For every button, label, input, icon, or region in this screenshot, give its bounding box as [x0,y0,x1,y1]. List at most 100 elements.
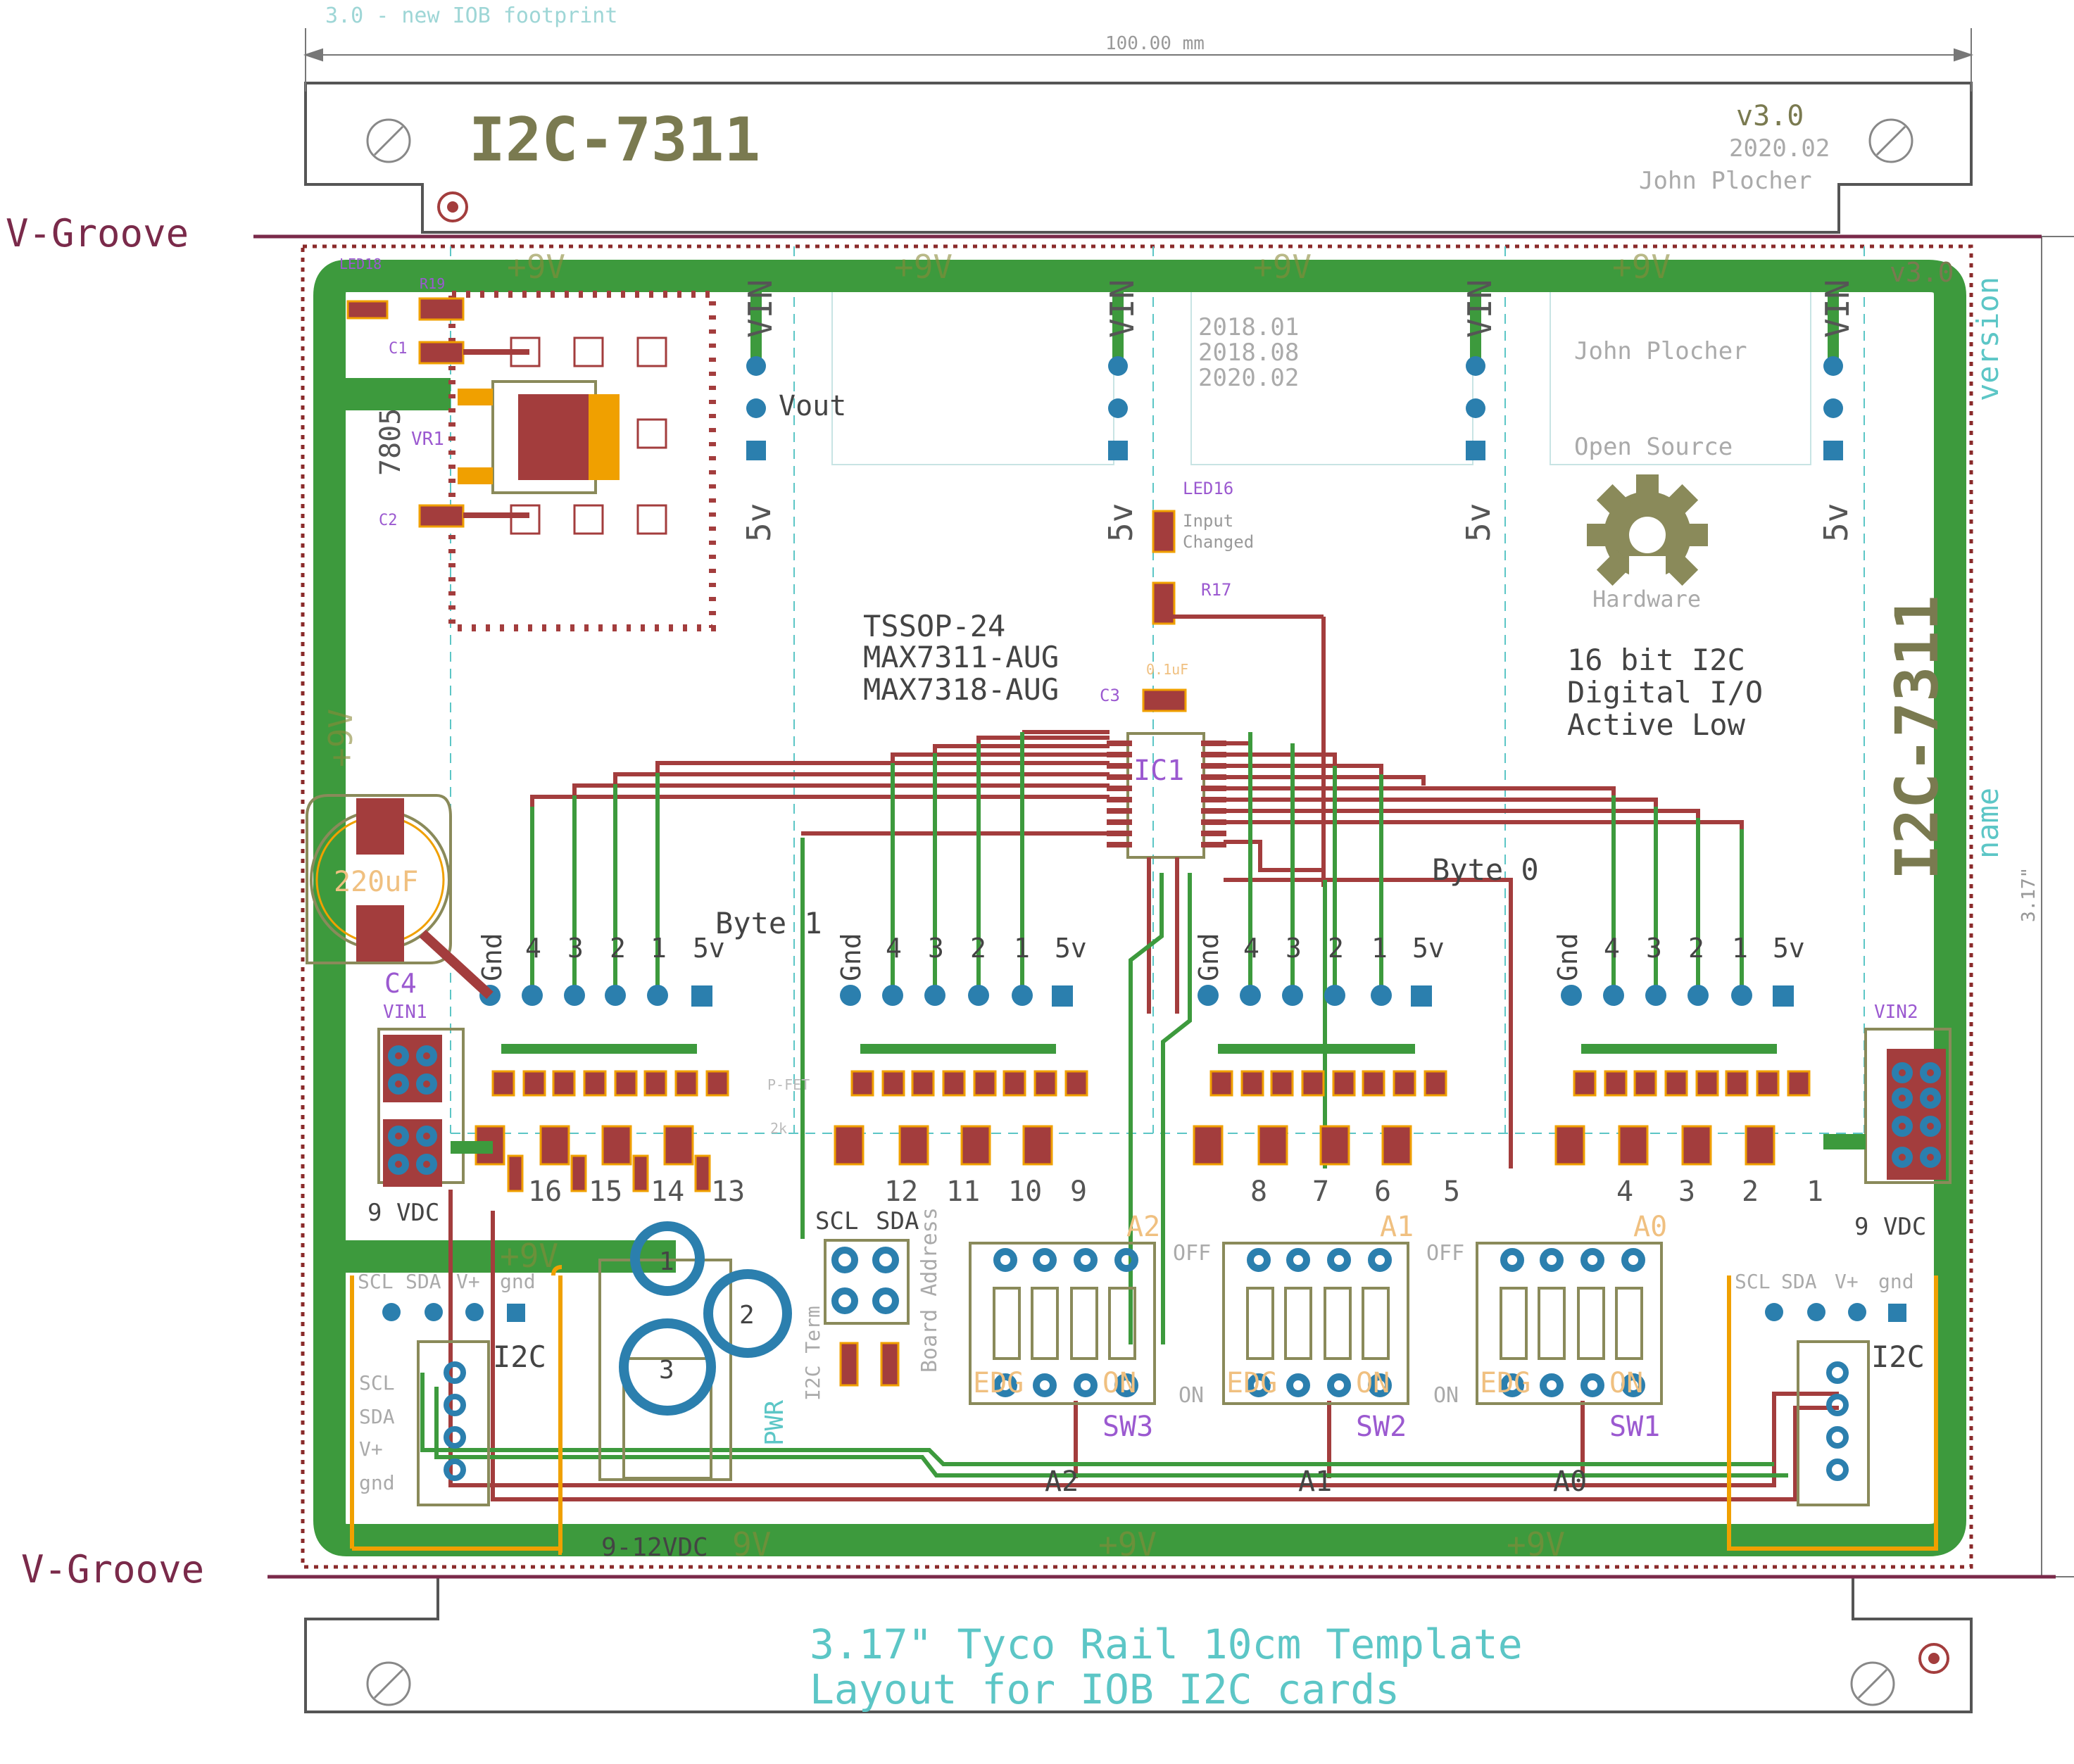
svg-text:A1: A1 [1380,1211,1414,1243]
smd-resistor [346,297,465,528]
author-label: John Plocher [1639,167,1812,195]
svg-text:SCL: SCL [359,1371,395,1394]
fiducial-icon [437,191,1949,1674]
svg-text:ON: ON [1609,1367,1643,1399]
svg-text:4: 4 [1616,1176,1633,1208]
date-label: 2020.02 [1729,134,1830,163]
version-label: v3.0 [1736,100,1804,132]
nine-vdc-left: 9 VDC [367,1199,439,1227]
svg-text:16 bit I2C: 16 bit I2C [1567,643,1745,677]
svg-text:3: 3 [659,1356,674,1385]
iob-header-group: Gnd 4 3 2 1 5v 12 11 10 9 [834,933,1088,1208]
svg-text:SCL: SCL [1735,1270,1771,1293]
rail-label: +9V [507,248,565,286]
rail-label: +9V [894,248,953,286]
regulator-traces [463,349,529,518]
svg-text:SW2: SW2 [1356,1411,1407,1443]
svg-text:ON: ON [1356,1367,1390,1399]
footer-line2: Layout for IOB I2C cards [810,1665,1400,1713]
footer-line1: 3.17" Tyco Rail 10cm Template [810,1620,1523,1668]
svg-text:4: 4 [1243,933,1259,964]
jack-pin-labels: 1 2 3 [659,1247,755,1385]
svg-text:A1: A1 [1298,1466,1332,1498]
svg-text:Gnd: Gnd [836,933,867,981]
power-rail-labels: +9V +9V +9V +9V 9V +9V +9V +9V +9V [322,248,1671,1563]
svg-text:2: 2 [610,933,626,964]
svg-text:1: 1 [651,933,667,964]
iob-header-group: Gnd 4 3 2 1 5v 16 15 14 13 [474,933,745,1208]
nine-vdc-right: 9 VDC [1854,1213,1926,1241]
svg-text:A2: A2 [1045,1466,1079,1498]
svg-text:3: 3 [1286,933,1302,964]
rail-label: +9V [1507,1525,1565,1563]
power-rail [313,260,1966,1556]
data-bus-traces [448,615,1839,1501]
svg-text:EDG: EDG [1226,1367,1277,1399]
vin2-label: VIN2 [1874,1002,1918,1023]
svg-text:SW3: SW3 [1102,1411,1153,1443]
svg-text:2: 2 [1688,933,1704,964]
svg-text:A0: A0 [1553,1466,1587,1498]
svg-text:VIN: VIN [1461,279,1499,338]
header-drop-traces [420,732,1788,1478]
dc-jack-label: 9-12VDC [601,1533,708,1562]
vr1-label: VR1 [411,429,444,450]
i2c-label-right: I2C [1871,1340,1925,1374]
svg-text:Gnd: Gnd [477,933,508,981]
svg-text:2: 2 [970,933,986,964]
svg-text:8: 8 [1250,1176,1267,1208]
rail-label: +9V [1253,248,1312,286]
i2c-pin-labels-right: SCL SDA V+ gnd [1735,1270,1914,1293]
vgroove-lines [253,234,2056,1579]
svg-text:5v: 5v [1102,503,1140,542]
svg-text:3: 3 [928,933,944,964]
power-connector-vin1 [377,1028,493,1187]
svg-text:gnd: gnd [1878,1270,1914,1293]
dc-jack [350,1221,1938,1555]
svg-text:6: 6 [1374,1176,1391,1208]
regulator-keepout [448,291,716,631]
license-block: Open Source [1574,433,1733,461]
svg-text:1: 1 [1014,933,1030,964]
svg-text:15: 15 [589,1176,622,1208]
i2c-label-left: I2C [493,1340,546,1374]
svg-text:EDG: EDG [973,1367,1024,1399]
svg-text:12: 12 [884,1176,918,1208]
svg-text:2: 2 [1328,933,1344,964]
rail-label: +9V [500,1237,558,1275]
open-hardware-gear-icon [1587,474,1708,598]
iob-header-group: Gnd 4 3 2 1 5v 4 3 2 1 [1552,933,1823,1208]
svg-text:MAX7311-AUG: MAX7311-AUG [863,640,1059,674]
c4-label: C4 [384,968,417,999]
vin-pin-columns [746,282,1843,460]
mount-hole-icon [366,118,1913,1706]
author-block: John Plocher [1574,337,1747,365]
i2c-connector-right [1765,1303,1906,1506]
capacitor-c4 [306,794,494,1000]
svg-text:SCL: SCL [815,1207,858,1235]
svg-text:5v: 5v [693,933,725,964]
vin-labels: VIN VIN VIN VIN 5v 5v 5v 5v [740,279,1856,542]
svg-text:VIN: VIN [1818,279,1856,338]
byte1-label: Byte 1 [715,906,822,940]
cap220-label: 220uF [334,866,418,898]
ic1-label: IC1 [1133,755,1184,787]
dip-switch-sw2 [1222,1242,1409,1405]
led018-label: LED18 [339,256,382,272]
svg-text:Active Low: Active Low [1567,707,1746,742]
iob-header-group: Gnd 4 3 2 1 5v 8 7 6 5 [1193,933,1460,1208]
svg-text:ON: ON [1433,1383,1459,1408]
rev-top-label: v3.0 [1890,257,1954,288]
svg-text:SCL: SCL [358,1270,394,1293]
svg-text:V+: V+ [456,1270,480,1293]
svg-text:2018.08: 2018.08 [1198,339,1299,367]
svg-text:V+: V+ [1835,1270,1859,1293]
svg-text:7: 7 [1312,1176,1329,1208]
rail-template-top [304,82,1973,234]
byte0-label: Byte 0 [1432,852,1539,887]
revision-note: 3.0 - new IOB footprint [325,4,617,28]
svg-text:TSSOP-24: TSSOP-24 [863,609,1005,643]
svg-text:SW1: SW1 [1609,1411,1660,1443]
rail-label: +9V [1098,1525,1157,1563]
height-dimension: 3.17" [2018,867,2040,922]
